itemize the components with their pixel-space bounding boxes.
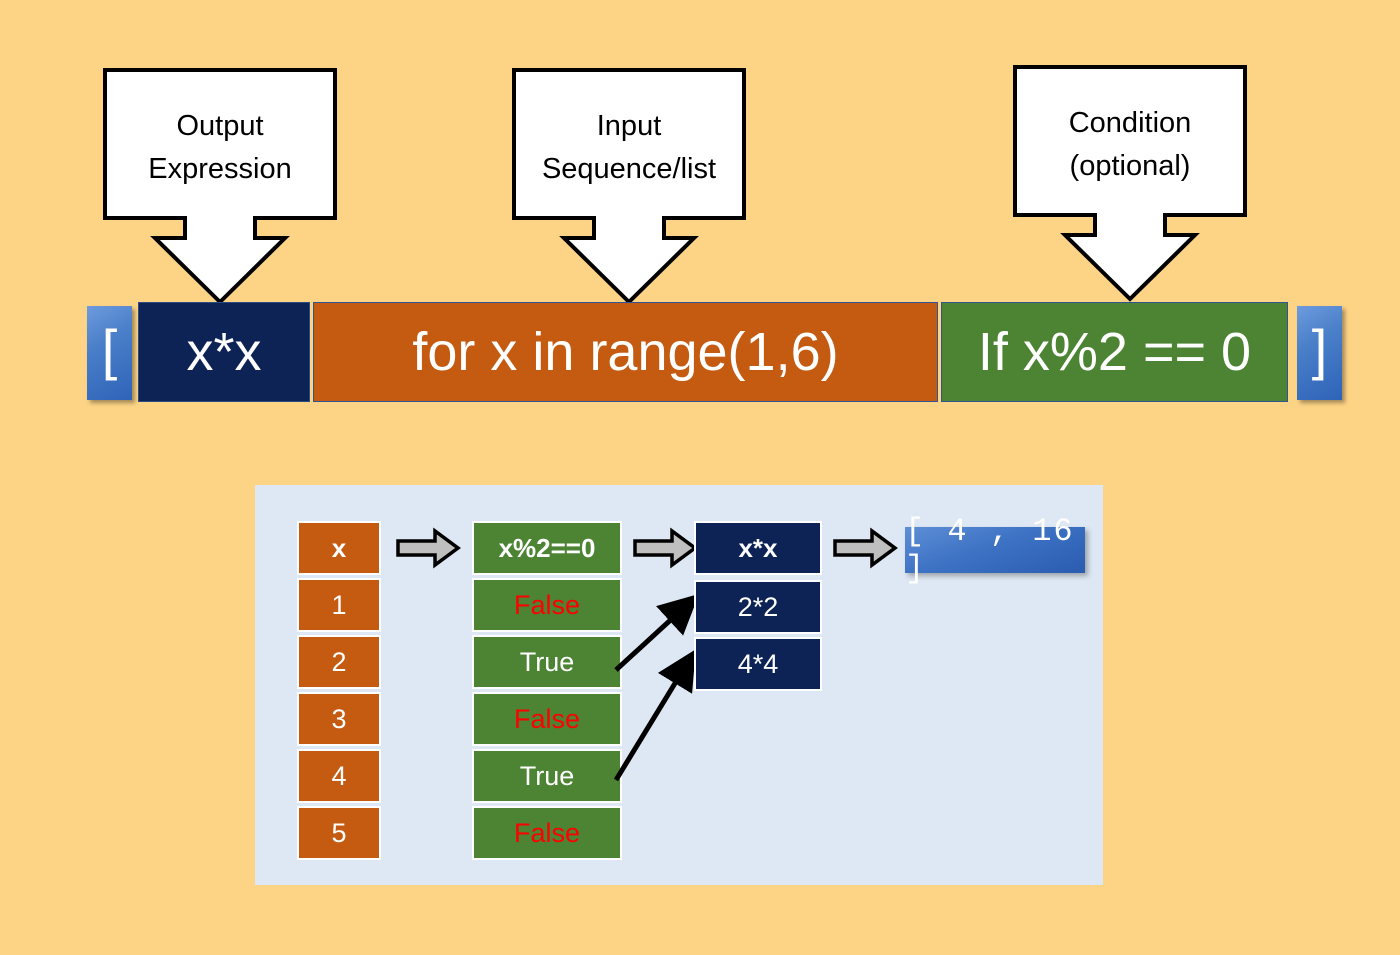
x-cell: 2 (297, 635, 381, 689)
callout-input-sequence: Input Sequence/list (512, 68, 746, 305)
input-sequence-box: for x in range(1,6) (313, 302, 938, 402)
condition-cell: True (472, 749, 622, 803)
open-bracket-box: [ (87, 306, 132, 400)
condition-column-header: x%2==0 (472, 521, 622, 575)
arrow-diagonal-icon (610, 580, 710, 780)
condition-cell: False (472, 806, 622, 860)
callout-output-expression: Output Expression (103, 68, 337, 305)
x-column-header: x (297, 521, 381, 575)
callout-condition: Condition (optional) (1013, 65, 1247, 302)
x-cell: 1 (297, 578, 381, 632)
arrow-down-callout-icon (1013, 65, 1247, 302)
arrow-right-block-icon (832, 527, 898, 569)
x-cell: 3 (297, 692, 381, 746)
expression-column-header: x*x (694, 521, 822, 575)
condition-value: False (513, 703, 581, 734)
close-bracket-box: ] (1297, 306, 1342, 400)
condition-value: True (519, 760, 575, 791)
arrow-right-block-icon (395, 527, 461, 569)
arrow-down-callout-icon (512, 68, 746, 305)
condition-cell: False (472, 692, 622, 746)
x-cell: 5 (297, 806, 381, 860)
condition-value: False (513, 589, 581, 620)
condition-cell: True (472, 635, 622, 689)
condition-box: If x%2 == 0 (941, 302, 1288, 402)
expression-cell: 4*4 (694, 637, 822, 691)
expression-cell: 2*2 (694, 580, 822, 634)
condition-value: True (519, 646, 575, 677)
x-cell: 4 (297, 749, 381, 803)
condition-value: False (513, 817, 581, 848)
arrow-right-block-icon (632, 527, 698, 569)
output-expression-box: x*x (138, 302, 310, 402)
arrow-diagonal-icon (610, 625, 710, 825)
arrow-down-callout-icon (103, 68, 337, 305)
trace-table-panel: x 1 2 3 4 5 x%2==0 False True False True… (255, 485, 1103, 885)
condition-cell: False (472, 578, 622, 632)
result-box: [ 4 , 16 ] (905, 513, 1085, 587)
